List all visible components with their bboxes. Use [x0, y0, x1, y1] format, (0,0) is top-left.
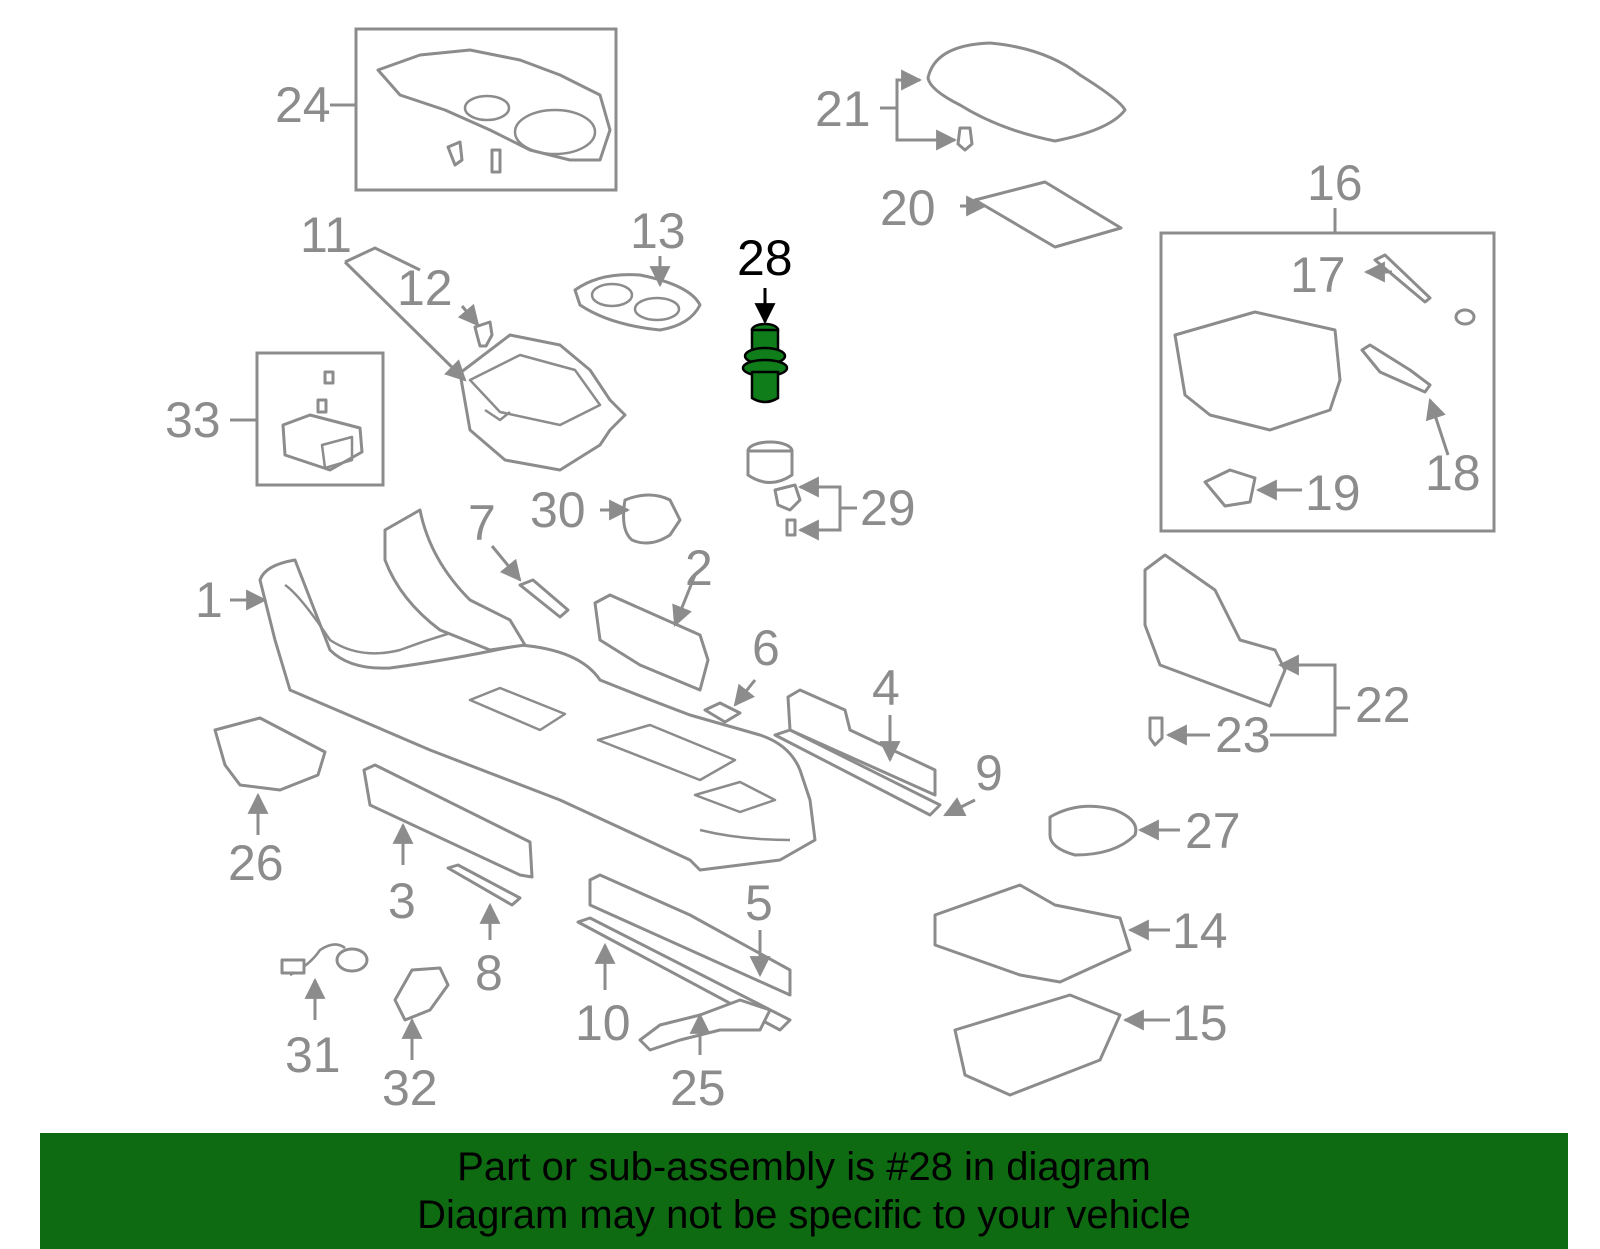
callout-29: 29 [860, 480, 916, 536]
part-15-tray-base[interactable] [953, 993, 1122, 1097]
part-12-clip[interactable] [473, 320, 494, 348]
callout-10: 10 [575, 995, 631, 1051]
callout-3: 3 [388, 873, 416, 929]
part-33-switch[interactable] [281, 370, 364, 472]
callout-23: 23 [1215, 707, 1271, 763]
part-1-console-body[interactable] [258, 508, 817, 872]
callout-18: 18 [1425, 445, 1481, 501]
callout-28: 28 [737, 230, 793, 286]
part-21-armrest-lid[interactable] [926, 41, 1127, 152]
callout-13: 13 [630, 203, 686, 259]
callout-16: 16 [1307, 155, 1363, 211]
callout-17: 17 [1290, 247, 1346, 303]
callout-12: 12 [397, 260, 453, 316]
part-11-console-box[interactable] [458, 333, 627, 472]
part-28-highlighted[interactable] [741, 322, 789, 404]
callout-9: 9 [975, 745, 1003, 801]
callout-33: 33 [165, 392, 221, 448]
callout-30: 30 [530, 482, 586, 538]
part-18-bracket[interactable] [1360, 343, 1432, 394]
callout-27: 27 [1185, 803, 1241, 859]
part-20-pad[interactable] [973, 180, 1123, 249]
part-27-cover[interactable] [1048, 804, 1138, 857]
part-6-lens[interactable] [703, 701, 742, 724]
callout-6: 6 [752, 620, 780, 676]
callout-8: 8 [475, 945, 503, 1001]
part-25-bracket[interactable] [638, 998, 772, 1052]
callout-2: 2 [685, 540, 713, 596]
part-26-bin[interactable] [213, 716, 327, 792]
callout-21: 21 [815, 81, 871, 137]
leader-lines [230, 69, 1450, 1060]
part-17-bolt[interactable] [1373, 253, 1432, 304]
group-box-16 [1159, 231, 1496, 533]
callout-24: 24 [275, 77, 331, 133]
part-13-cupholder-insert[interactable] [573, 273, 702, 332]
part-9-strip[interactable] [773, 728, 942, 817]
callout-20: 20 [880, 180, 936, 236]
callout-4: 4 [872, 660, 900, 716]
part-22-console-piece[interactable] [1143, 553, 1287, 708]
group-box-24 [354, 27, 618, 192]
callout-32: 32 [382, 1060, 438, 1116]
part-3-side-trim[interactable] [362, 763, 534, 879]
part-32-clip[interactable] [393, 966, 450, 1022]
callout-labels: 24 21 20 16 11 12 13 28 17 33 18 29 30 1… [165, 77, 1481, 1116]
part-24-cupholder-panel[interactable] [376, 48, 612, 174]
part-5-rail[interactable] [588, 873, 792, 997]
part-19-latch[interactable] [1203, 468, 1257, 508]
part-14-tray[interactable] [933, 883, 1132, 984]
part-16-small-part[interactable] [1454, 308, 1476, 326]
callout-5: 5 [745, 875, 773, 931]
part-23-clip[interactable] [1148, 716, 1164, 747]
callout-31: 31 [285, 1027, 341, 1083]
part-8-strip[interactable] [446, 863, 522, 907]
callout-22: 22 [1355, 677, 1411, 733]
callout-1: 1 [195, 572, 223, 628]
callout-14: 14 [1172, 903, 1228, 959]
callout-25: 25 [670, 1060, 726, 1116]
part-16-box[interactable] [1173, 310, 1342, 432]
part-31-harness[interactable] [280, 943, 369, 977]
info-banner: Part or sub-assembly is #28 in diagram D… [40, 1133, 1568, 1249]
part-2-side-panel[interactable] [593, 593, 710, 692]
part-30-cap[interactable] [622, 493, 682, 545]
callout-26: 26 [228, 835, 284, 891]
part-29-socket[interactable] [746, 440, 802, 537]
callout-11: 11 [300, 207, 352, 263]
callout-7: 7 [468, 495, 496, 551]
part-7-trim[interactable] [518, 578, 570, 619]
banner-line-2: Diagram may not be specific to your vehi… [417, 1193, 1191, 1237]
banner-line-1: Part or sub-assembly is #28 in diagram [457, 1145, 1151, 1189]
callout-19: 19 [1305, 465, 1361, 521]
callout-15: 15 [1172, 995, 1228, 1051]
